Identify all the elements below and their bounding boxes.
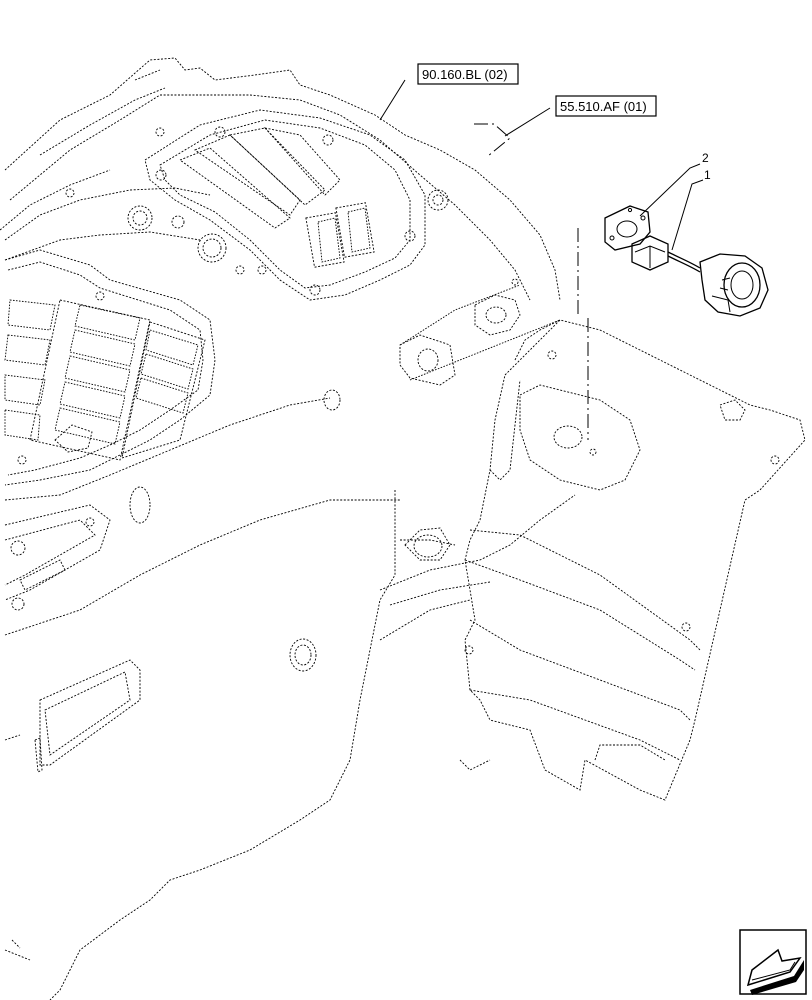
step-grille xyxy=(4,249,331,501)
callout-1: 1 xyxy=(704,168,711,182)
part-socket xyxy=(631,235,769,317)
lower-body xyxy=(4,490,400,1000)
inner-arch xyxy=(379,494,576,641)
install-centerline xyxy=(474,123,589,440)
reference-55-510-af-label: 55.510.AF (01) xyxy=(560,99,647,114)
reference-55-510-af[interactable]: 55.510.AF (01) xyxy=(555,95,657,117)
next-page-arrow-icon[interactable] xyxy=(739,929,807,995)
fender-housing xyxy=(0,57,561,672)
callout-2: 2 xyxy=(702,151,709,165)
reference-90-160-bl-label: 90.160.BL (02) xyxy=(422,67,508,82)
leader-lines xyxy=(379,79,704,251)
mount-holes xyxy=(399,278,561,386)
side-panel xyxy=(459,319,806,801)
reference-90-160-bl[interactable]: 90.160.BL (02) xyxy=(417,63,519,85)
